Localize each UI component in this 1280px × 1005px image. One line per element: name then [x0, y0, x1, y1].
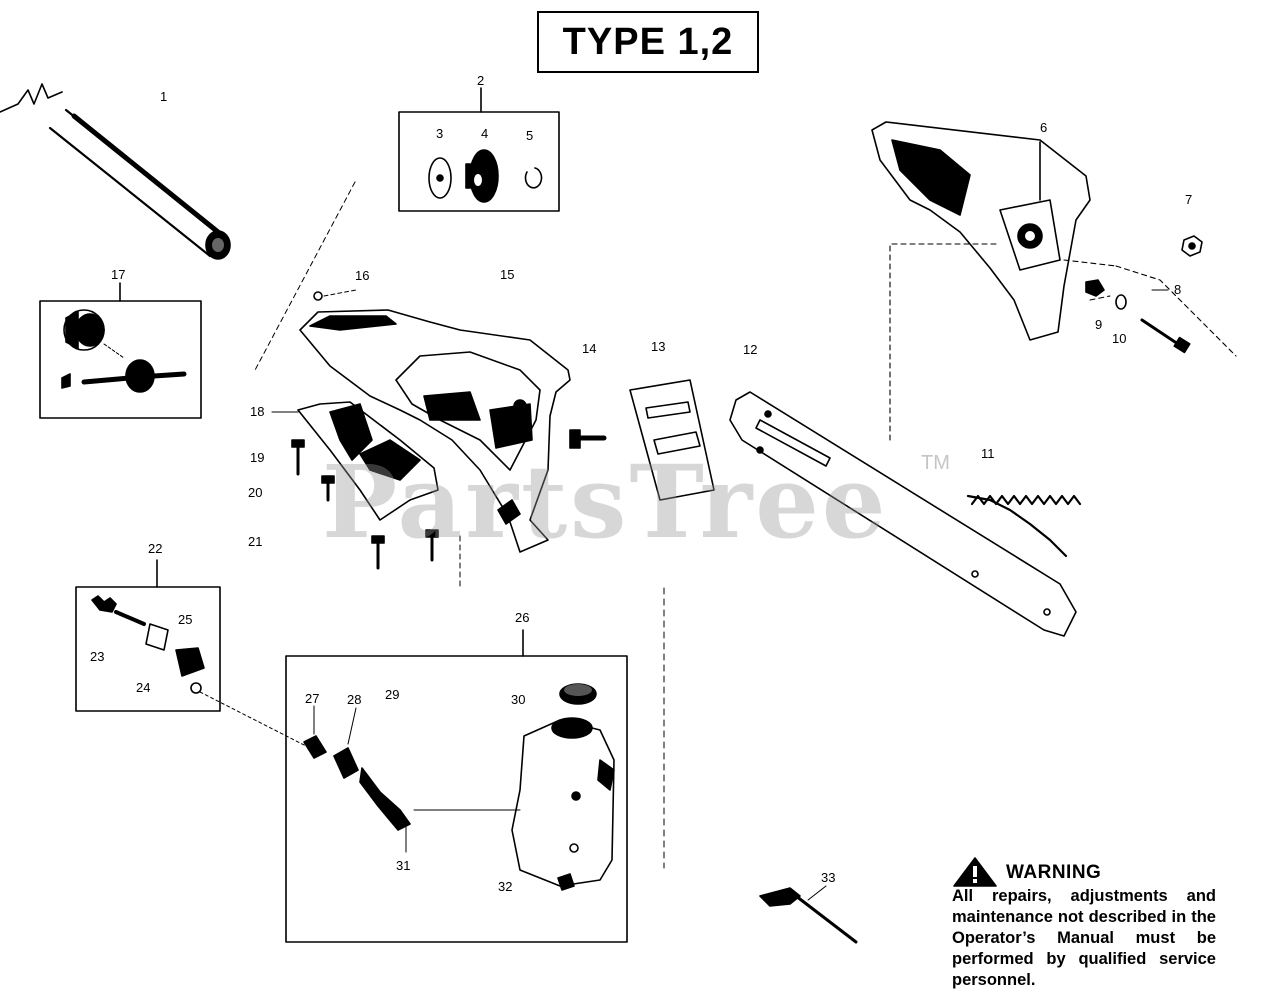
- callout-6: 6: [1040, 120, 1048, 135]
- part-25-block: [175, 647, 205, 694]
- callout-15: 15: [500, 267, 515, 282]
- callout-13: 13: [651, 339, 666, 354]
- callout-2: 2: [477, 73, 485, 88]
- callout-30: 30: [511, 692, 526, 707]
- callout-11: 11: [981, 446, 995, 461]
- callout-16: 16: [355, 268, 370, 283]
- callout-9: 9: [1095, 317, 1103, 332]
- callout-28: 28: [347, 692, 362, 707]
- warning-notice: WARNING All repairs, adjustments and mai…: [952, 862, 1216, 991]
- part-13-bar-plate: [629, 379, 715, 501]
- kit-box-26: [285, 655, 628, 943]
- part-3-washer: [428, 157, 452, 199]
- callout-24: 24: [136, 680, 151, 695]
- part-17-clutch-drum: [63, 309, 125, 359]
- callout-10: 10: [1112, 331, 1127, 346]
- part-28-pump: [333, 707, 411, 831]
- kit-box-17: [39, 300, 202, 419]
- callout-22: 22: [148, 541, 163, 556]
- part-32-oil-tank: [511, 717, 615, 891]
- callout-14: 14: [582, 341, 597, 356]
- kit-box-22: [75, 586, 221, 712]
- part-14-stud: [569, 429, 607, 449]
- callout-18: 18: [250, 404, 265, 419]
- callout-1: 1: [160, 89, 168, 104]
- callout-21: 21: [248, 534, 263, 549]
- part-1-drive-tube: [0, 83, 231, 260]
- callout-25: 25: [178, 612, 193, 627]
- callout-27: 27: [305, 691, 320, 706]
- callout-29: 29: [385, 687, 400, 702]
- callout-17: 17: [111, 267, 126, 282]
- part-19-screw: [291, 439, 305, 476]
- part-12-guide-bar: [729, 391, 1077, 637]
- part-5-clip: [524, 167, 543, 189]
- callout-12: 12: [743, 342, 758, 357]
- warning-title: WARNING: [1006, 862, 1102, 883]
- part-16-screw: [313, 289, 357, 301]
- part-10-washer: [1115, 294, 1127, 310]
- callout-32: 32: [498, 879, 513, 894]
- callout-23: 23: [90, 649, 105, 664]
- part-21-screw: [371, 529, 439, 570]
- part-6-chain-cover: [871, 121, 1091, 341]
- part-23-worm-gear: [91, 595, 146, 626]
- kit-box-2: [398, 111, 560, 212]
- part-4-sprocket: [465, 149, 499, 203]
- watermark: PartsTree: [322, 443, 889, 561]
- watermark-tm: TM: [921, 452, 950, 474]
- part-27-check-valve: [303, 705, 327, 759]
- callout-3: 3: [436, 126, 444, 141]
- warning-triangle-icon: [953, 857, 997, 887]
- callout-5: 5: [526, 128, 534, 143]
- part-17-shaft: [61, 359, 187, 393]
- warning-body: All repairs, adjustments and maintenance…: [952, 887, 1216, 989]
- part-9-tensioner: [1085, 279, 1105, 297]
- part-8-screw: [1140, 318, 1191, 354]
- part-30-tank-cap: [559, 683, 597, 705]
- part-7-nut: [1181, 235, 1203, 257]
- callout-19: 19: [250, 450, 265, 465]
- callout-26: 26: [515, 610, 530, 625]
- title-box: TYPE 1,2: [537, 11, 759, 73]
- warning-header: WARNING: [956, 862, 1216, 884]
- part-24-sleeve: [145, 623, 169, 651]
- part-11-saw-chain: [966, 494, 1082, 558]
- callout-4: 4: [481, 126, 489, 141]
- callout-33: 33: [821, 870, 836, 885]
- part-18-lower-housing: [271, 401, 439, 521]
- callout-7: 7: [1185, 192, 1193, 207]
- callout-31: 31: [396, 858, 411, 873]
- part-33-wrench: [759, 885, 858, 944]
- callout-20: 20: [248, 485, 263, 500]
- part-15-gear-housing: [299, 309, 571, 553]
- part-20-screw: [321, 475, 335, 502]
- callout-8: 8: [1174, 282, 1182, 297]
- page-title: TYPE 1,2: [562, 20, 734, 63]
